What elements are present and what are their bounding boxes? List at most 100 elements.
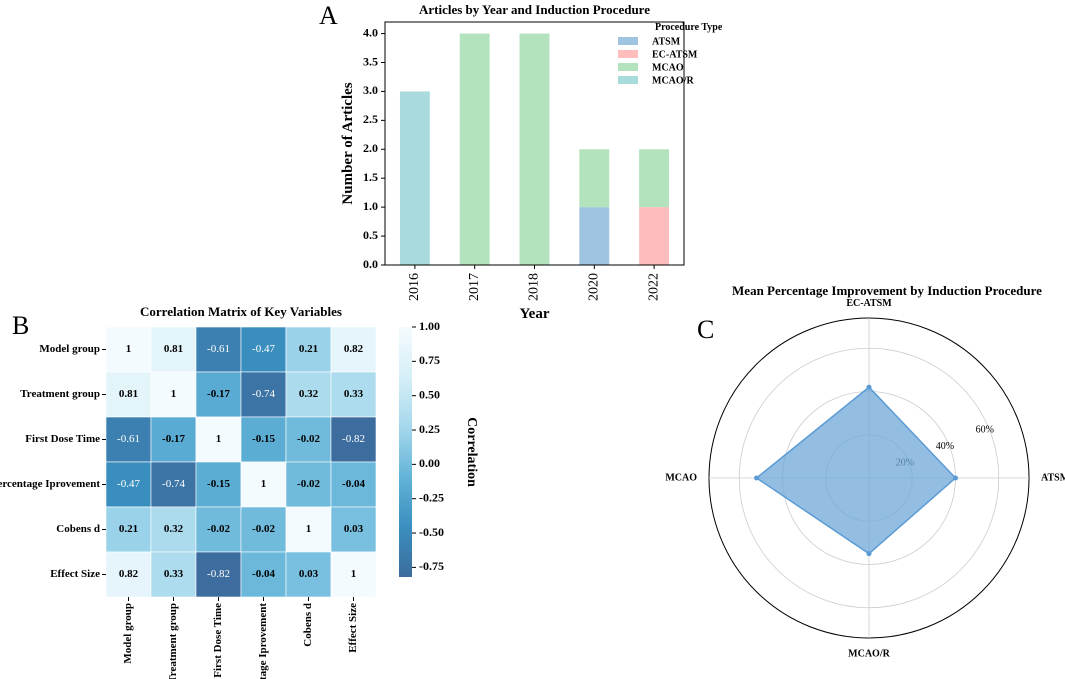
radar-point-atsm [952,475,958,481]
heatmap-cell-2-2 [195,416,242,463]
heatmap-cell-0-1 [150,326,197,373]
heatmap-cell-0-0 [105,326,152,373]
colorbar-tick-label-1-00: 1.00 [419,319,440,333]
heatmap-value-4-2: -0.02 [207,523,230,535]
y-tick-label-1-5: 1.5 [363,170,378,184]
legend-swatch-atsm [618,37,638,45]
heatmap-cell-2-3 [240,416,287,463]
col-label-percentage-iprovement: Percentage Iprovement [257,603,269,679]
row-label-effect-size: Effect Size [50,568,100,580]
heatmap-value-2-1: -0.17 [162,433,185,445]
bar-mcao-2020 [579,149,610,208]
panel-c-letter: C [697,315,714,344]
radar-axis-label-ec-atsm: EC-ATSM [846,298,892,309]
heatmap-value-1-5: 0.33 [344,388,364,400]
heatmap-cell-2-1 [150,416,197,463]
legend-swatch-mcao-r [618,76,638,84]
heatmap-cell-1-2 [195,371,242,418]
heatmap-cell-4-3 [240,506,287,553]
heatmap-value-0-3: -0.47 [252,343,275,355]
heatmap-value-5-1: 0.33 [164,568,184,580]
heatmap-value-5-5: 1 [351,568,357,580]
radar-rtick-label-40: 40% [936,441,954,452]
x-tick-label-2017: 2017 [467,273,482,301]
heatmap-value-5-2: -0.82 [207,568,230,580]
radar-point-mcao [754,475,760,481]
heatmap-value-0-2: -0.61 [207,343,230,355]
panel-a-letter: A [319,1,338,30]
heatmap-cell-1-4 [285,371,332,418]
radar-point-mcao-r [866,551,872,557]
heatmap-value-4-4: 1 [306,523,312,535]
y-tick-label-0-0: 0.0 [363,257,378,271]
heatmap-cell-2-0 [105,416,152,463]
heatmap-value-2-4: -0.02 [297,433,320,445]
colorbar-label: Correlation [464,417,479,487]
y-tick-label-3-5: 3.5 [363,54,378,68]
chart-a-title: Articles by Year and Induction Procedure [419,2,650,17]
legend-swatch-ec-atsm [618,50,638,58]
heatmap-value-0-0: 1 [126,343,132,355]
y-tick-label-0-5: 0.5 [363,228,378,242]
radar-axis-label-mcao: MCAO [665,472,697,483]
x-tick-label-2018: 2018 [527,273,542,301]
heatmap-value-3-5: -0.04 [342,478,365,490]
x-tick-label-2020: 2020 [587,273,602,301]
radar-rtick-label-60: 60% [976,425,994,436]
legend-label-mcao-r: MCAO/R [652,75,694,86]
heatmap-value-3-4: -0.02 [297,478,320,490]
heatmap-value-1-4: 0.32 [299,388,319,400]
y-tick-label-3-0: 3.0 [363,83,378,97]
heatmap-cell-3-4 [285,461,332,508]
heatmap-cell-3-0 [105,461,152,508]
heatmap-cell-5-3 [240,551,287,598]
heatmap-cell-3-1 [150,461,197,508]
bar-mcao-2017 [459,33,490,266]
col-label-first-dose-time: First Dose Time [212,603,224,678]
col-label-effect-size: Effect Size [347,603,359,653]
col-label-cobens-d: Cobens d [302,603,314,647]
plot-frame [384,21,685,266]
heatmap-cell-0-4 [285,326,332,373]
legend-swatch-mcao [618,63,638,71]
heatmap-cell-5-1 [150,551,197,598]
panel-b-letter: B [12,311,29,340]
heatmap-value-0-5: 0.82 [344,343,364,355]
bar-atsm-2020 [579,207,610,265]
heatmap-value-2-2: 1 [216,433,222,445]
radar-chart: Mean Percentage Improvement by Induction… [665,283,1065,659]
heatmap-cell-0-5 [330,326,377,373]
heatmap-value-0-1: 0.81 [164,343,183,355]
heatmap-value-4-3: -0.02 [252,523,275,535]
heatmap-value-3-1: -0.74 [162,478,185,490]
heatmap-cell-3-3 [240,461,287,508]
bar-ec-atsm-2022 [639,207,670,265]
heatmap-value-3-3: 1 [261,478,267,490]
y-tick-label-1-0: 1.0 [363,199,378,213]
heatmap-value-4-1: 0.32 [164,523,184,535]
bar-mcao-r-2016 [399,91,430,265]
chart-b-title: Correlation Matrix of Key Variables [140,304,342,319]
heatmap-cell-2-4 [285,416,332,463]
heatmap-value-0-4: 0.21 [299,343,318,355]
heatmap-value-5-4: 0.03 [299,568,319,580]
heatmap-value-2-5: -0.82 [342,433,365,445]
col-label-treatment-group: Treatment group [167,603,179,679]
heatmap-cell-4-5 [330,506,377,553]
heatmap-cell-0-2 [195,326,242,373]
colorbar-tick-label-0-50: 0.50 [419,387,440,401]
legend-label-mcao: MCAO [652,62,684,73]
heatmap-cell-4-1 [150,506,197,553]
legend-label-atsm: ATSM [652,36,681,47]
row-label-treatment-group: Treatment group [20,388,100,400]
colorbar-tick-label-0-75: -0.75 [419,559,444,573]
heatmap-cell-5-5 [330,551,377,598]
legend-label-ec-atsm: EC-ATSM [652,49,698,60]
chart-a-ylabel: Number of Articles [340,82,356,204]
col-label-model-group: Model group [122,603,134,664]
radar-point-ec-atsm [866,384,872,390]
x-tick-label-2022: 2022 [646,273,661,301]
heatmap-cell-1-1 [150,371,197,418]
colorbar [399,327,412,577]
